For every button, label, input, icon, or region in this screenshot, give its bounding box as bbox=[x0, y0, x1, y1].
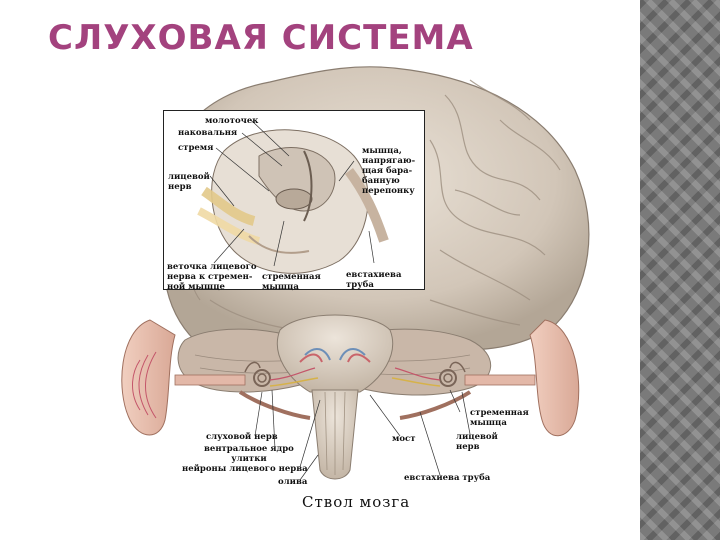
label-olive: олива bbox=[278, 477, 308, 487]
sound-waves bbox=[132, 351, 157, 419]
label-incus: наковальня bbox=[178, 128, 238, 138]
label-pons: мост bbox=[392, 434, 416, 444]
label-auditory-nerve: слуховой нерв bbox=[206, 432, 278, 442]
label-ventral-nucleus: вентральное ядро улитки bbox=[204, 444, 294, 464]
label-facial-nerve-inset: лицевой нерв bbox=[168, 172, 210, 192]
label-stapedius-inset: стременная мышца bbox=[262, 272, 321, 292]
label-facial-nerve-main: лицевой нерв bbox=[456, 432, 498, 452]
middle-ear-drawing bbox=[197, 120, 389, 274]
inner-ear-left bbox=[174, 361, 271, 387]
label-eustachian-inset: евстахиева труба bbox=[346, 270, 402, 290]
label-eustachian-main: евстахиева труба bbox=[404, 473, 491, 483]
right-ear bbox=[529, 319, 580, 437]
label-stapes: стремя bbox=[178, 143, 214, 153]
decorative-pattern-strip bbox=[640, 0, 720, 540]
middle-ear-inset bbox=[163, 110, 425, 290]
slide-title: СЛУХОВАЯ СИСТЕМА bbox=[48, 18, 474, 58]
figure-caption: Ствол мозга bbox=[302, 493, 411, 511]
label-stapedius-main: стременная мышца bbox=[470, 408, 529, 428]
auditory-system-diagram: молоточек наковальня стремя лицевой нерв… bbox=[121, 66, 590, 511]
inner-ear-right bbox=[439, 361, 536, 387]
pons bbox=[276, 314, 394, 393]
label-facial-branch: веточка лицевого нерва к стремен- ной мы… bbox=[167, 262, 257, 292]
left-ear bbox=[121, 319, 176, 436]
label-tensor-tympani: мышца, напрягаю- щая бара- банную перепо… bbox=[362, 146, 416, 196]
leader-lines bbox=[254, 389, 471, 481]
label-facial-neurons: нейроны лицевого нерва bbox=[182, 464, 308, 474]
label-malleus: молоточек bbox=[205, 116, 259, 126]
